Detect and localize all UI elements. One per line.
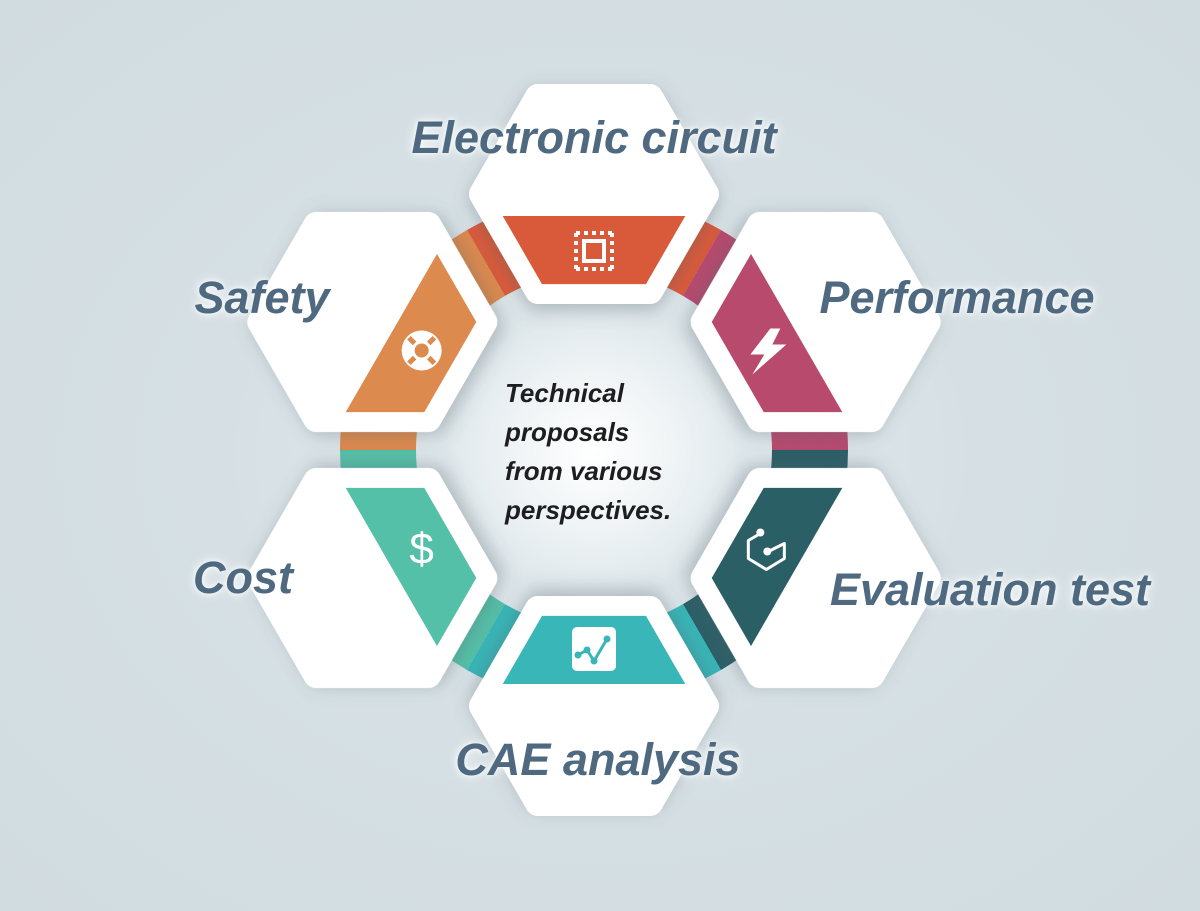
- line-chart-icon: [572, 627, 616, 671]
- center-line: Technical: [505, 378, 624, 408]
- lifebuoy-icon: [401, 330, 442, 371]
- label-electronic-circuit: Electronic circuit: [411, 112, 777, 163]
- hexagon-node-icon: [746, 528, 786, 571]
- label-safety: Safety: [194, 272, 330, 323]
- dollar-icon: $: [409, 525, 433, 574]
- center-line: from various: [505, 456, 663, 486]
- label-performance: Performance: [819, 272, 1095, 323]
- label-cost: Cost: [193, 552, 293, 603]
- chip-icon: [574, 231, 614, 271]
- svg-text:$: $: [409, 525, 433, 574]
- lightning-icon: [750, 328, 787, 375]
- center-line: proposals: [505, 417, 630, 447]
- label-cae-analysis: CAE analysis: [455, 734, 741, 785]
- center-line: perspectives.: [505, 495, 672, 525]
- center-caption: Technical proposals from various perspec…: [505, 374, 725, 530]
- center-glow: [444, 300, 744, 600]
- hexagon-1: [469, 84, 719, 304]
- label-evaluation-test: Evaluation test: [829, 564, 1151, 615]
